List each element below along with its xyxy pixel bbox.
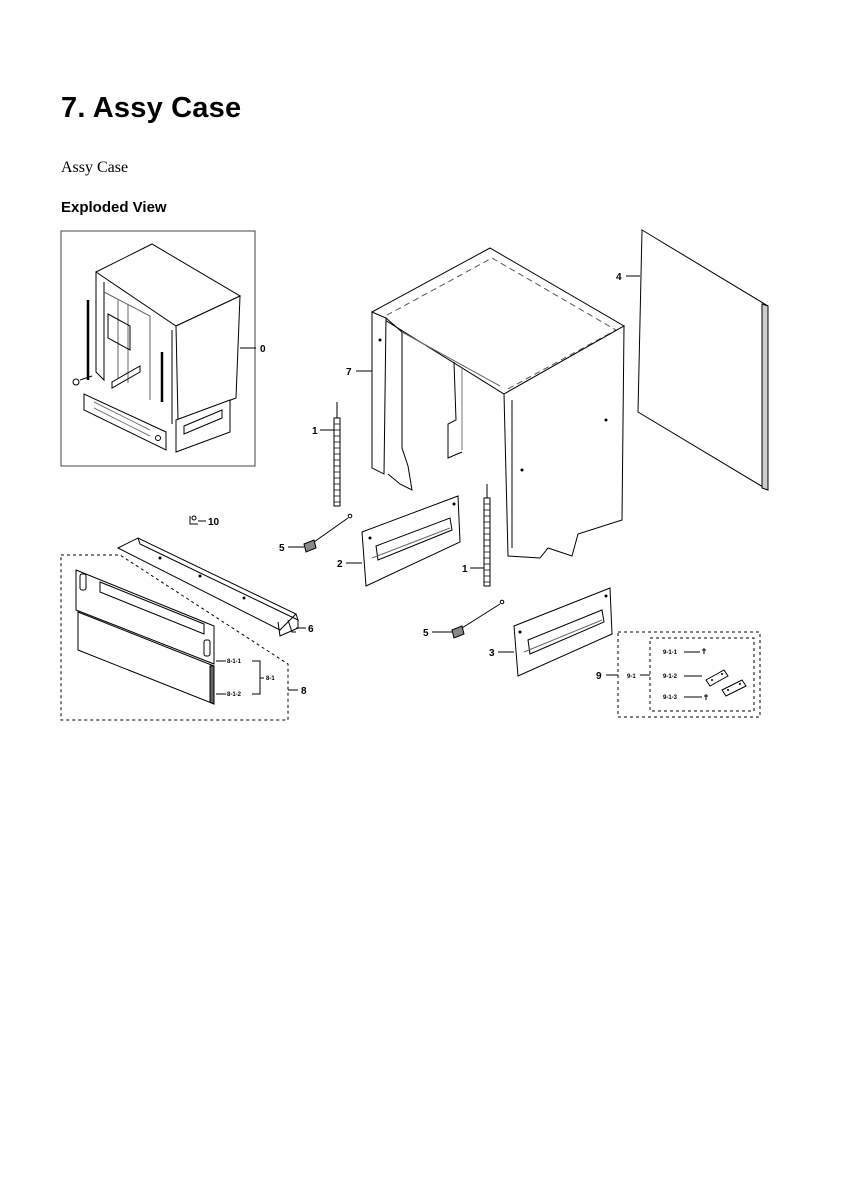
callout-4: 4 bbox=[616, 272, 622, 283]
back-panel bbox=[637, 229, 769, 491]
hinge-kit-group bbox=[617, 631, 761, 718]
spring-rod-right bbox=[483, 484, 491, 587]
spring-rod-left bbox=[333, 402, 341, 507]
callout-8: 8 bbox=[301, 686, 307, 697]
overview-cabinet-left bbox=[95, 272, 105, 382]
front-cover-group-border bbox=[60, 554, 289, 721]
front-cover-group bbox=[60, 554, 289, 721]
hinge-kit-inner-border bbox=[649, 637, 755, 712]
hinge-kit-outer-border bbox=[617, 631, 761, 718]
callout-10: 10 bbox=[208, 517, 220, 528]
callout-9-1-1: 9-1-1 bbox=[663, 650, 678, 656]
callout-6: 6 bbox=[308, 624, 314, 635]
callout-9: 9 bbox=[596, 671, 602, 682]
callout-9-1: 9-1 bbox=[627, 674, 636, 680]
callout-1-right: 1 bbox=[462, 564, 468, 575]
callout-3: 3 bbox=[489, 648, 495, 659]
page-title: 7. Assy Case bbox=[61, 92, 242, 124]
callout-7: 7 bbox=[346, 367, 352, 378]
callout-9-1-2: 9-1-2 bbox=[663, 674, 678, 680]
cable-hook-left bbox=[303, 513, 353, 553]
callout-2: 2 bbox=[337, 559, 343, 570]
callout-0: 0 bbox=[260, 344, 266, 355]
callout-5-right: 5 bbox=[423, 628, 429, 639]
cable-hook-right bbox=[451, 599, 505, 639]
callout-8-1-2: 8-1-2 bbox=[227, 692, 242, 698]
lower-rail-part-6 bbox=[116, 537, 299, 637]
bracket-part-2 bbox=[361, 495, 461, 587]
overview-lower-rail bbox=[83, 393, 167, 451]
bracket-part-3 bbox=[513, 587, 613, 677]
callout-8-1: 8-1 bbox=[266, 676, 275, 682]
cabinet-left-panel bbox=[371, 311, 387, 475]
callout-5-left: 5 bbox=[279, 543, 285, 554]
callout-8-1-1: 8-1-1 bbox=[227, 659, 242, 665]
assembly-overview bbox=[60, 230, 256, 467]
case-cabinet bbox=[371, 247, 626, 559]
callout-9-1-3: 9-1-3 bbox=[663, 695, 678, 701]
clip-part-10 bbox=[189, 515, 198, 525]
section-heading: Exploded View bbox=[61, 199, 167, 216]
cabinet-right-panel bbox=[503, 325, 625, 559]
page-subtitle: Assy Case bbox=[61, 159, 129, 176]
overview-cabinet-right bbox=[175, 295, 241, 421]
callout-1-left: 1 bbox=[312, 426, 318, 437]
